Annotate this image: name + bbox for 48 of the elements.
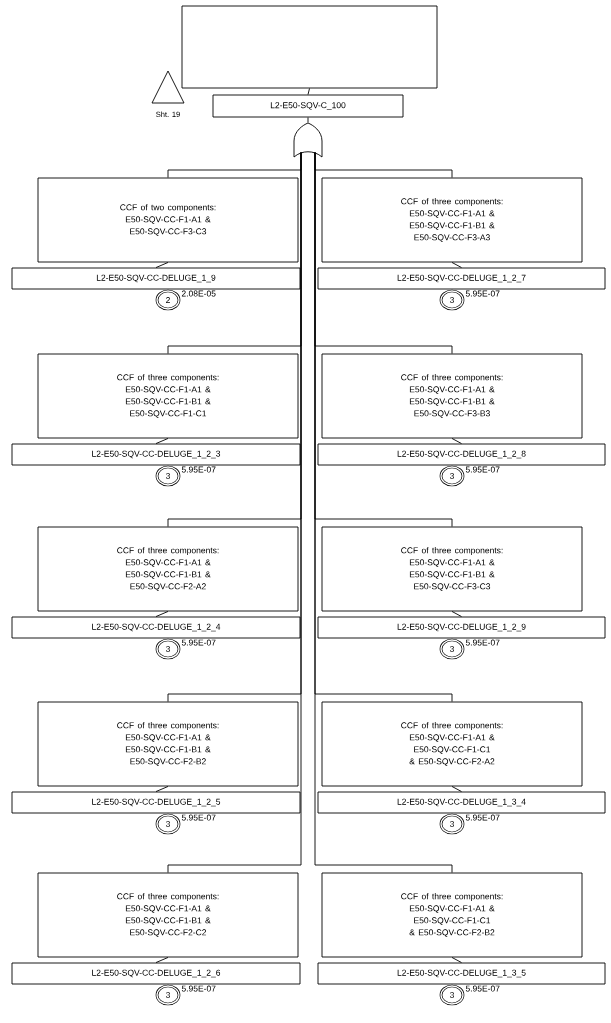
probability-value: 5.95E-07 <box>465 639 500 646</box>
connector-line <box>451 262 462 268</box>
connector-line <box>451 611 462 617</box>
connector-line <box>307 88 310 95</box>
event-box <box>181 5 438 89</box>
or-gate <box>293 122 323 158</box>
event-id-box: L2-E50-SQV-CC-DELUGE_1_2_8 <box>317 443 606 466</box>
event-id-box: L2-E50-SQV-CC-DELUGE_1_2_5 <box>11 791 301 814</box>
event-id-box: L2-E50-SQV-CC-DELUGE_1_2_4 <box>11 616 301 639</box>
connector-line <box>155 438 169 444</box>
probability-value: 5.95E-07 <box>465 985 500 992</box>
connector-line <box>307 117 309 123</box>
event-box: CCF of three components: E50-SQV-CC-F1-A1 & E50-SQV-CC-F1-B1 & E50-SQV-CC-F3-B3 <box>321 353 583 439</box>
event-box: CCF of three components: E50-SQV-CC-F1-A1 & E50-SQV-CC-F1-B1 & E50-SQV-CC-F2-C2 <box>37 872 299 958</box>
connector-line <box>155 262 169 268</box>
probability-value: 5.95E-07 <box>465 290 500 297</box>
probability-value: 5.95E-07 <box>465 814 500 821</box>
event-id-box: L2-E50-SQV-CC-DELUGE_1_2_9 <box>317 616 606 639</box>
event-id-box: L2-E50-SQV-CC-DELUGE_1_2_3 <box>11 443 301 466</box>
probability-value: 5.95E-07 <box>465 466 500 473</box>
event-box: CCF of three components: E50-SQV-CC-F1-A1 & E50-SQV-CC-F1-B1 & E50-SQV-CC-F2-B2 <box>37 701 299 787</box>
event-id-box: L2-E50-SQV-CC-DELUGE_1_2_7 <box>317 267 606 290</box>
connector-line <box>155 786 169 792</box>
event-box: CCF of two components: E50-SQV-CC-F1-A1 & E50-SQV-CC-F3-C3 <box>37 177 299 263</box>
connector-line <box>167 152 302 873</box>
event-box: CCF of three components: E50-SQV-CC-F1-A1 & E50-SQV-CC-F1-B1 & E50-SQV-CC-F3-C3 <box>321 526 583 612</box>
probability-value: 2.08E-05 <box>181 290 216 297</box>
connector-line <box>155 611 169 617</box>
event-box: CCF of three components: E50-SQV-CC-F1-A1 & E50-SQV-CC-F1-B1 & E50-SQV-CC-F2-A2 <box>37 526 299 612</box>
transfer-triangle <box>151 70 185 104</box>
connector-line <box>451 957 462 963</box>
connector-line <box>314 152 453 873</box>
event-box: CCF of three components: E50-SQV-CC-F1-A1 & E50-SQV-CC-F1-C1 & E50-SQV-CC-F2-B2 <box>321 872 583 958</box>
event-box: CCF of three components: E50-SQV-CC-F1-A1 & E50-SQV-CC-F1-B1 & E50-SQV-CC-F1-C1 <box>37 353 299 439</box>
probability-value: 5.95E-07 <box>181 639 216 646</box>
probability-value: 5.95E-07 <box>181 466 216 473</box>
probability-value: 5.95E-07 <box>181 985 216 992</box>
probability-value: 5.95E-07 <box>181 814 216 821</box>
event-id-box: L2-E50-SQV-C_100 <box>212 94 404 118</box>
connector-line <box>155 957 169 963</box>
event-id-box: L2-E50-SQV-CC-DELUGE_1_2_6 <box>11 962 301 985</box>
connector-line <box>451 786 462 792</box>
event-id-box: L2-E50-SQV-CC-DELUGE_1_3_4 <box>317 791 606 814</box>
connector-line <box>451 438 462 444</box>
event-id-box: L2-E50-SQV-CC-DELUGE_1_9 <box>11 267 301 290</box>
event-id-box: L2-E50-SQV-CC-DELUGE_1_3_5 <box>317 962 606 985</box>
event-box: CCF of three components: E50-SQV-CC-F1-A1 & E50-SQV-CC-F1-C1 & E50-SQV-CC-F2-A2 <box>321 701 583 787</box>
event-box: CCF of three components: E50-SQV-CC-F1-A1 & E50-SQV-CC-F1-B1 & E50-SQV-CC-F3-A3 <box>321 177 583 263</box>
